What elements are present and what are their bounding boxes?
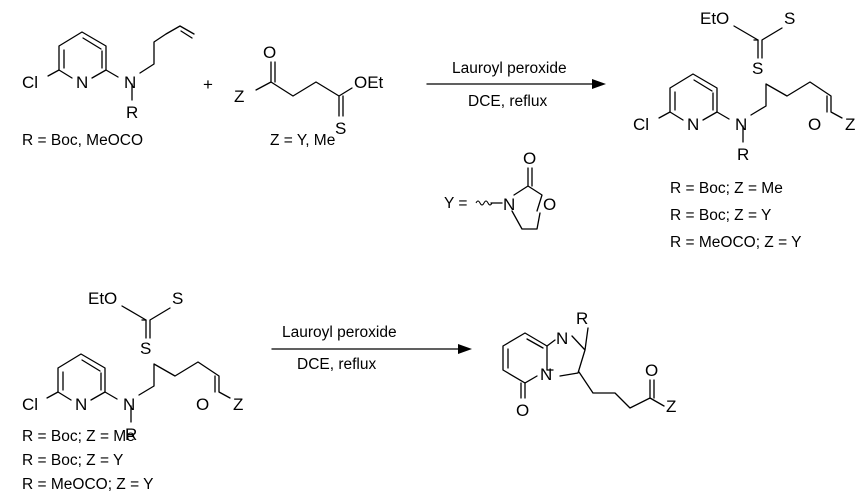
thione-sulfur-label: S [335,119,346,138]
y-substituent-definition: Y = N O O [444,149,556,230]
ethoxy-label: EtO [700,9,729,28]
amine-nitrogen-label: N [735,115,747,134]
ethoxy-label: EtO [88,289,117,308]
pyridine-nitrogen-label: N [75,395,87,414]
product1-caption-3: R = MeOCO; Z = Y [670,234,802,251]
y-equals-label: Y = [444,195,467,212]
row2-caption-1: R = Boc; Z = Me [22,428,135,445]
thione-sulfur-label: S [784,9,795,28]
z-label: Z [845,115,855,134]
reaction-arrow-1: Lauroyl peroxide DCE, reflux [426,60,606,110]
oxazolidinone-nitrogen-label: N [503,195,515,214]
pyridone-oxygen-label: O [516,401,529,420]
z-label: Z [666,397,676,416]
amine-nitrogen-label: N [123,395,135,414]
z-label: Z [233,395,243,414]
reactant-xanthate: Z O OEt S Z = Y, Me [234,43,384,149]
plus-sign: + [203,75,213,94]
product1-caption-1: R = Boc; Z = Me [670,180,783,197]
carbonyl-oxygen-label: O [808,115,821,134]
arrow1-reagent: Lauroyl peroxide [452,60,567,77]
ethoxy-label: OEt [354,73,384,92]
row2-caption-2: R = Boc; Z = Y [22,452,123,469]
reactant2-caption: Z = Y, Me [270,132,335,149]
carbonyl-oxygen-label: O [196,395,209,414]
reactant-allyl-aminopyridine: Cl N N R R = Boc, MeOCO [22,25,195,149]
thione-sulfur-label: S [172,289,183,308]
reaction-arrow-2: Lauroyl peroxide DCE, reflux [271,324,472,373]
thioether-sulfur-label: S [140,339,151,358]
z-label: Z [234,87,244,106]
reactant1-caption: R = Boc, MeOCO [22,132,143,149]
arrow2-reagent: Lauroyl peroxide [282,324,397,341]
arrow2-conditions: DCE, reflux [297,356,376,373]
product1-caption-2: R = Boc; Z = Y [670,207,771,224]
chlorine-label: Cl [22,395,38,414]
r-group-label: R [737,145,749,164]
imidazopyridinone-product: N N R O O Z [502,309,676,420]
arrow1-conditions: DCE, reflux [468,93,547,110]
pyridine-nitrogen-label: N [687,115,699,134]
oxazolidinone-ring-o-label: O [543,195,556,214]
row2-caption-3: R = MeOCO; Z = Y [22,476,154,493]
r-group-label: R [576,309,588,328]
amine-nitrogen-label: N [124,73,136,92]
oxazolidinone-carbonyl-o-label: O [523,149,536,168]
pyridine-nitrogen-label: N [76,73,88,92]
chlorine-label: Cl [22,73,38,92]
carbonyl-oxygen-label: O [645,361,658,380]
ring-nitrogen-2-label: N [540,365,552,384]
r-group-label: R [126,103,138,122]
product-xanthate-adduct: Cl N N R S EtO S O Z R = Boc; Z = Me R =… [633,9,855,251]
carbonyl-oxygen-label: O [263,43,276,62]
ring-nitrogen-1-label: N [556,329,568,348]
wavy-bond-icon [475,200,493,206]
row2-xanthate-adduct: Cl N N R S EtO S O Z R = Boc; Z = Me R =… [22,289,243,493]
r-group-label: R [125,425,137,444]
chlorine-label: Cl [633,115,649,134]
thioether-sulfur-label: S [752,59,763,78]
